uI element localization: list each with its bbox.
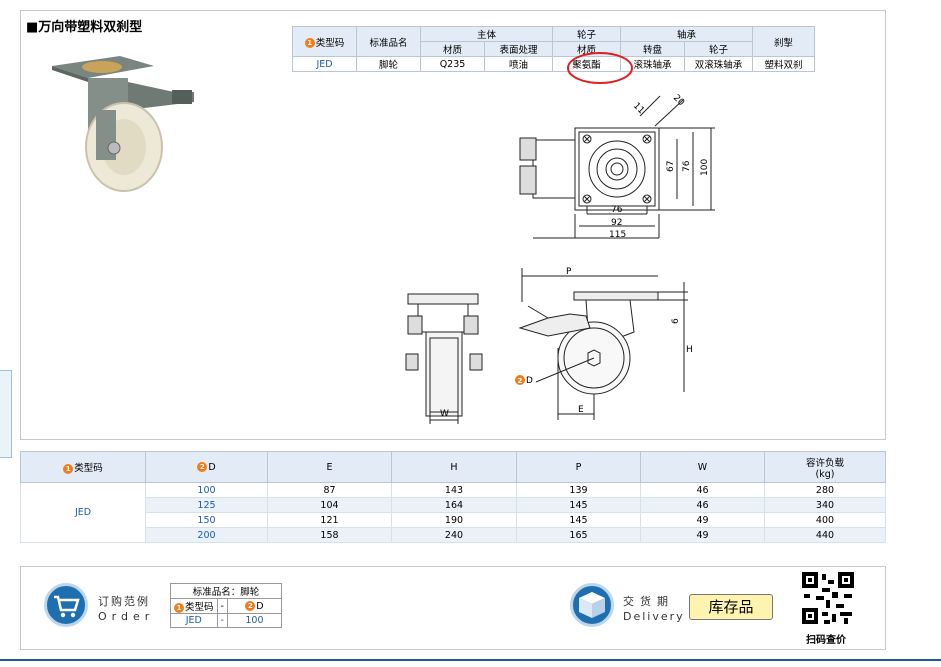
bottom-rule [0, 659, 941, 661]
stock-badge: 库存品 [689, 594, 773, 620]
spec-cell: 喷油 [484, 56, 553, 72]
p-header: P [516, 451, 641, 483]
spec-cell: Q235 [420, 56, 485, 72]
table-cell: 100 [145, 482, 268, 498]
table-cell: 400 [764, 512, 886, 528]
std-name-header: 标准品名 [356, 26, 421, 57]
table-row: 200 158 240 165 49 440 [21, 527, 886, 543]
dim-115: 115 [609, 230, 626, 240]
spec-row: JED 脚轮 Q235 喷油 聚氨酯 滚珠轴承 双滚珠轴承 塑料双刹 [292, 56, 815, 72]
table-cell: 440 [764, 527, 886, 543]
h-header: H [391, 451, 517, 483]
dim-11: 11 [631, 101, 646, 116]
table-cell: 200 [145, 527, 268, 543]
spec-cell: JED [292, 56, 357, 72]
caster-photo [52, 56, 194, 192]
table-cell: 104 [267, 497, 392, 513]
highlight-ellipse [567, 52, 633, 84]
table-row: 150 121 190 145 49 400 [21, 512, 886, 528]
table-row: 125 104 164 145 46 340 [21, 497, 886, 513]
dim-76-v: 76 [682, 160, 692, 172]
table-cell: 46 [640, 482, 765, 498]
cart-icon [44, 583, 88, 627]
order-panel [20, 566, 886, 650]
d-marker [515, 375, 525, 385]
wheel-bearing-header: 轮子 [684, 41, 753, 57]
spec-cell: 双滚珠轴承 [684, 56, 753, 72]
order-dash: - [216, 613, 228, 628]
table-cell: 158 [267, 527, 392, 543]
dim-92: 92 [611, 218, 622, 228]
type-code-num: 1 [304, 38, 315, 48]
table-cell: 49 [640, 512, 765, 528]
order-type-value: JED [170, 613, 218, 628]
table-cell: 125 [145, 497, 268, 513]
qr-code-icon[interactable] [800, 570, 856, 626]
order-d-value: 100 [226, 613, 282, 628]
table-cell: 145 [516, 512, 641, 528]
brake-header: 刹掣 [752, 26, 815, 57]
page-title: ■万向带塑料双刹型 [26, 20, 143, 35]
e-header: E [267, 451, 392, 483]
load-header: 容许负载(kg) [764, 451, 886, 483]
dim-67: 67 [666, 161, 676, 172]
w-header: W [640, 451, 765, 483]
table-cell: 164 [391, 497, 517, 513]
material-header: 材质 [420, 41, 485, 57]
table-cell: 145 [516, 497, 641, 513]
table-cell: 46 [640, 497, 765, 513]
table-row: JED 100 87 143 139 46 280 [20, 482, 886, 543]
wheel-header: 轮子 [552, 26, 621, 42]
dim-6: 6 [671, 318, 681, 324]
table-cell: 150 [145, 512, 268, 528]
spec-cell: 塑料双刹 [752, 56, 815, 72]
table-cell: 49 [640, 527, 765, 543]
dim-76: 76 [611, 205, 623, 215]
body-header: 主体 [420, 26, 553, 42]
qr-label: 扫码查价 [806, 635, 846, 646]
table-cell: 87 [267, 482, 392, 498]
table-cell: 280 [764, 482, 886, 498]
top-view-drawing: 76 92 115 67 76 100 11 20 [519, 93, 715, 240]
front-view-drawing: W [405, 293, 483, 424]
order-dash: - [216, 598, 228, 614]
surface-header: 表面处理 [484, 41, 553, 57]
side-view-drawing: P 6 H 2 D E [515, 267, 693, 420]
d-marker-num: 2 [518, 377, 523, 385]
dim-100: 100 [700, 159, 710, 176]
order-std-name: 标准品名：脚轮 [170, 583, 282, 599]
table-cell: 340 [764, 497, 886, 513]
table-cell: 240 [391, 527, 517, 543]
bearing-header: 轴承 [620, 26, 753, 42]
dim-20: 20 [671, 93, 686, 108]
dim-d: D [526, 376, 533, 386]
dim-p: P [566, 267, 572, 277]
dim-e: E [578, 405, 584, 415]
side-tab[interactable] [0, 370, 12, 458]
table-cell: 190 [391, 512, 517, 528]
table-cell: 165 [516, 527, 641, 543]
dim-h: H [686, 345, 693, 355]
spec-cell: 脚轮 [356, 56, 421, 72]
table-cell: 121 [267, 512, 392, 528]
table-cell: 143 [391, 482, 517, 498]
dim-w: W [440, 409, 449, 419]
table-cell: 139 [516, 482, 641, 498]
type-cell: JED [20, 482, 146, 543]
delivery-box-icon [570, 583, 614, 627]
